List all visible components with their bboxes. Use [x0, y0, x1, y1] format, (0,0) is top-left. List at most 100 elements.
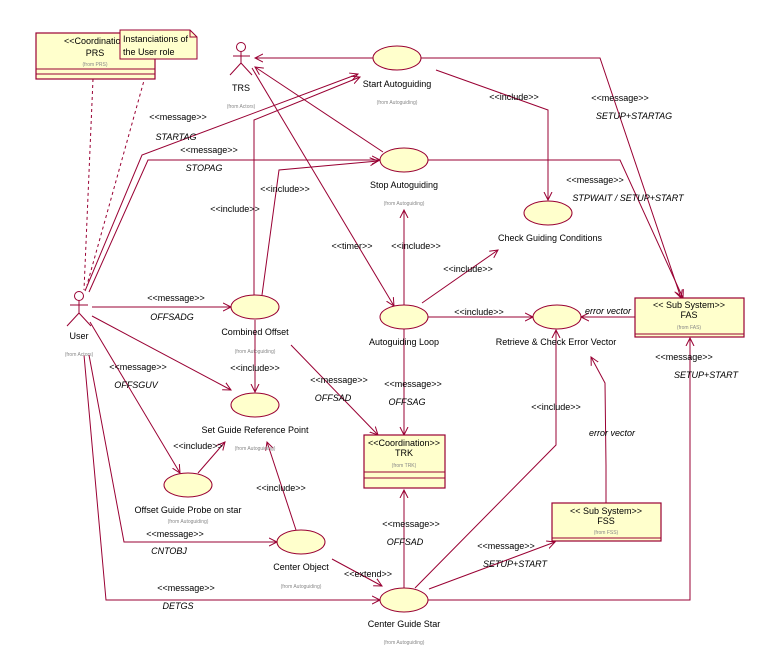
fss-from: (from FSS) — [594, 530, 619, 536]
use-case-set-guide-reference-point[interactable]: Set Guide Reference Point (from Autoguid… — [201, 392, 309, 452]
user-cgs-detgs-edge — [83, 354, 380, 600]
loop-check-include-edge — [421, 250, 498, 304]
edge-stereotype: <<message>> — [149, 112, 207, 122]
use-case-label: Combined Offset — [221, 327, 289, 337]
use-case-retrieve-check-error-vector[interactable]: Retrieve & Check Error Vector — [496, 304, 617, 347]
cgs-fas-edge — [428, 338, 690, 601]
comb-trk-edge — [290, 344, 378, 435]
edge-stereotype: <<include>> — [230, 363, 280, 373]
edge-stereotype: <<message>> — [477, 541, 535, 551]
edge-message: SETUP+STARTAG — [596, 111, 672, 121]
stop-trs-edge — [255, 67, 384, 153]
edge-message: OFFSGUV — [114, 380, 158, 390]
edge-stereotype: <<include>> — [260, 184, 310, 194]
edge-stereotype: <<include>> — [489, 92, 539, 102]
actor-trs[interactable]: TRS (from Actors) — [227, 42, 256, 111]
actor-user-name: User — [69, 331, 88, 341]
fas-name: FAS — [680, 310, 697, 320]
use-case-label: Start Autoguiding — [363, 79, 432, 89]
edge-message: STPWAIT / SETUP+START — [572, 193, 685, 203]
edge-stereotype: <<timer>> — [331, 241, 372, 251]
use-case-from: (from Autoguiding) — [281, 584, 322, 590]
edge-stereotype: <<message>> — [147, 293, 205, 303]
note-line-1: Instanciations of — [123, 34, 189, 44]
fss-stereotype: << Sub System>> — [570, 506, 642, 516]
user-start-startag-edge — [84, 74, 358, 292]
use-case-combined-offset[interactable]: Combined Offset (from Autoguiding) — [221, 294, 289, 355]
use-case-from: (from Autoguiding) — [377, 100, 418, 106]
edge-stereotype: <<message>> — [591, 93, 649, 103]
trk-stereotype: <<Coordination>> — [368, 438, 440, 448]
comb-stop-include-edge — [261, 161, 378, 296]
edge-stereotype: <<include>> — [210, 204, 260, 214]
note[interactable]: Instanciations of the User role — [119, 29, 198, 60]
use-case-label: Center Object — [273, 562, 329, 572]
actor-trs-from: (from Actors) — [227, 104, 256, 110]
user-setref-edge — [91, 315, 231, 390]
actor-user-from: (from Actors) — [65, 352, 94, 358]
probe-setref-include-edge — [197, 442, 225, 474]
edge-stereotype: <<message>> — [180, 145, 238, 155]
edge-message: OFFSAG — [388, 397, 425, 407]
edge-message: STARTAG — [155, 132, 196, 142]
use-case-start-autoguiding[interactable]: Start Autoguiding (from Autoguiding) — [363, 45, 432, 106]
use-case-label: Check Guiding Conditions — [498, 233, 603, 243]
use-case-label: Center Guide Star — [368, 619, 441, 629]
edge-message: DETGS — [162, 601, 193, 611]
edge-label: error vector — [589, 428, 636, 438]
user-probe-offsguv-edge — [89, 321, 180, 473]
edge-stereotype: <<include>> — [531, 402, 581, 412]
cobj-cgs-extend-edge — [331, 558, 382, 586]
cgs-fss-edge — [428, 542, 555, 590]
fss-name: FSS — [597, 516, 615, 526]
edge-stereotype: <<message>> — [382, 519, 440, 529]
edge-message: SETUP+START — [674, 370, 739, 380]
edge-stereotype: <<message>> — [157, 583, 215, 593]
fas-stereotype: << Sub System>> — [653, 300, 725, 310]
use-case-check-guiding-conditions[interactable]: Check Guiding Conditions — [498, 200, 603, 243]
edge-message: SETUP+START — [483, 559, 548, 569]
trs-loop-timer-edge — [251, 67, 394, 306]
cobj-setref-include-edge — [267, 442, 297, 531]
edge-stereotype: <<message>> — [146, 529, 204, 539]
use-case-label: Stop Autoguiding — [370, 180, 438, 190]
class-fas[interactable]: << Sub System>> FAS (from FAS) — [634, 297, 745, 338]
prs-stereotype: <<Coordination>> — [64, 36, 136, 46]
actor-user[interactable]: User (from Actors) — [65, 291, 94, 359]
use-case-label: Offset Guide Probe on star — [135, 505, 242, 515]
use-case-autoguiding-loop[interactable]: Autoguiding Loop — [369, 304, 439, 347]
use-case-from: (from Autoguiding) — [235, 349, 276, 355]
use-case-stop-autoguiding[interactable]: Stop Autoguiding (from Autoguiding) — [370, 147, 438, 207]
edge-stereotype: <<message>> — [566, 175, 624, 185]
user-cobj-cntobj-edge — [88, 354, 277, 542]
edge-stereotype: <<include>> — [173, 441, 223, 451]
use-case-offset-guide-probe[interactable]: Offset Guide Probe on star (from Autogui… — [135, 472, 242, 525]
trk-from: (from TRK) — [392, 463, 417, 469]
edge-stereotype: <<include>> — [443, 264, 493, 274]
edge-labels: <<message>> STARTAG <<message>> STOPAG <… — [109, 92, 739, 611]
use-case-center-object[interactable]: Center Object (from Autoguiding) — [273, 529, 329, 590]
trk-name: TRK — [395, 448, 413, 458]
use-case-center-guide-star[interactable]: Center Guide Star (from Autoguiding) — [368, 587, 441, 646]
start-check-include-edge — [435, 69, 548, 200]
connections — [83, 58, 690, 601]
use-case-from: (from Autoguiding) — [384, 201, 425, 207]
class-fss[interactable]: << Sub System>> FSS (from FSS) — [551, 502, 662, 542]
edge-stereotype: <<message>> — [109, 362, 167, 372]
edge-label: error vector — [585, 306, 632, 316]
edge-message: OFFSAD — [315, 393, 352, 403]
class-trk[interactable]: <<Coordination>> TRK (from TRK) — [363, 434, 446, 489]
note-user-anchor — [86, 58, 151, 286]
actor-trs-icon — [229, 42, 253, 76]
edge-message: OFFSAD — [387, 537, 424, 547]
use-case-label: Retrieve & Check Error Vector — [496, 337, 617, 347]
edge-stereotype: <<message>> — [384, 379, 442, 389]
prs-name: PRS — [86, 48, 105, 58]
fss-retrieve-edge — [591, 357, 607, 503]
edge-message: STOPAG — [186, 163, 223, 173]
edge-stereotype: <<extend>> — [344, 569, 392, 579]
edge-stereotype: <<include>> — [454, 307, 504, 317]
fas-from: (from FAS) — [677, 325, 702, 331]
